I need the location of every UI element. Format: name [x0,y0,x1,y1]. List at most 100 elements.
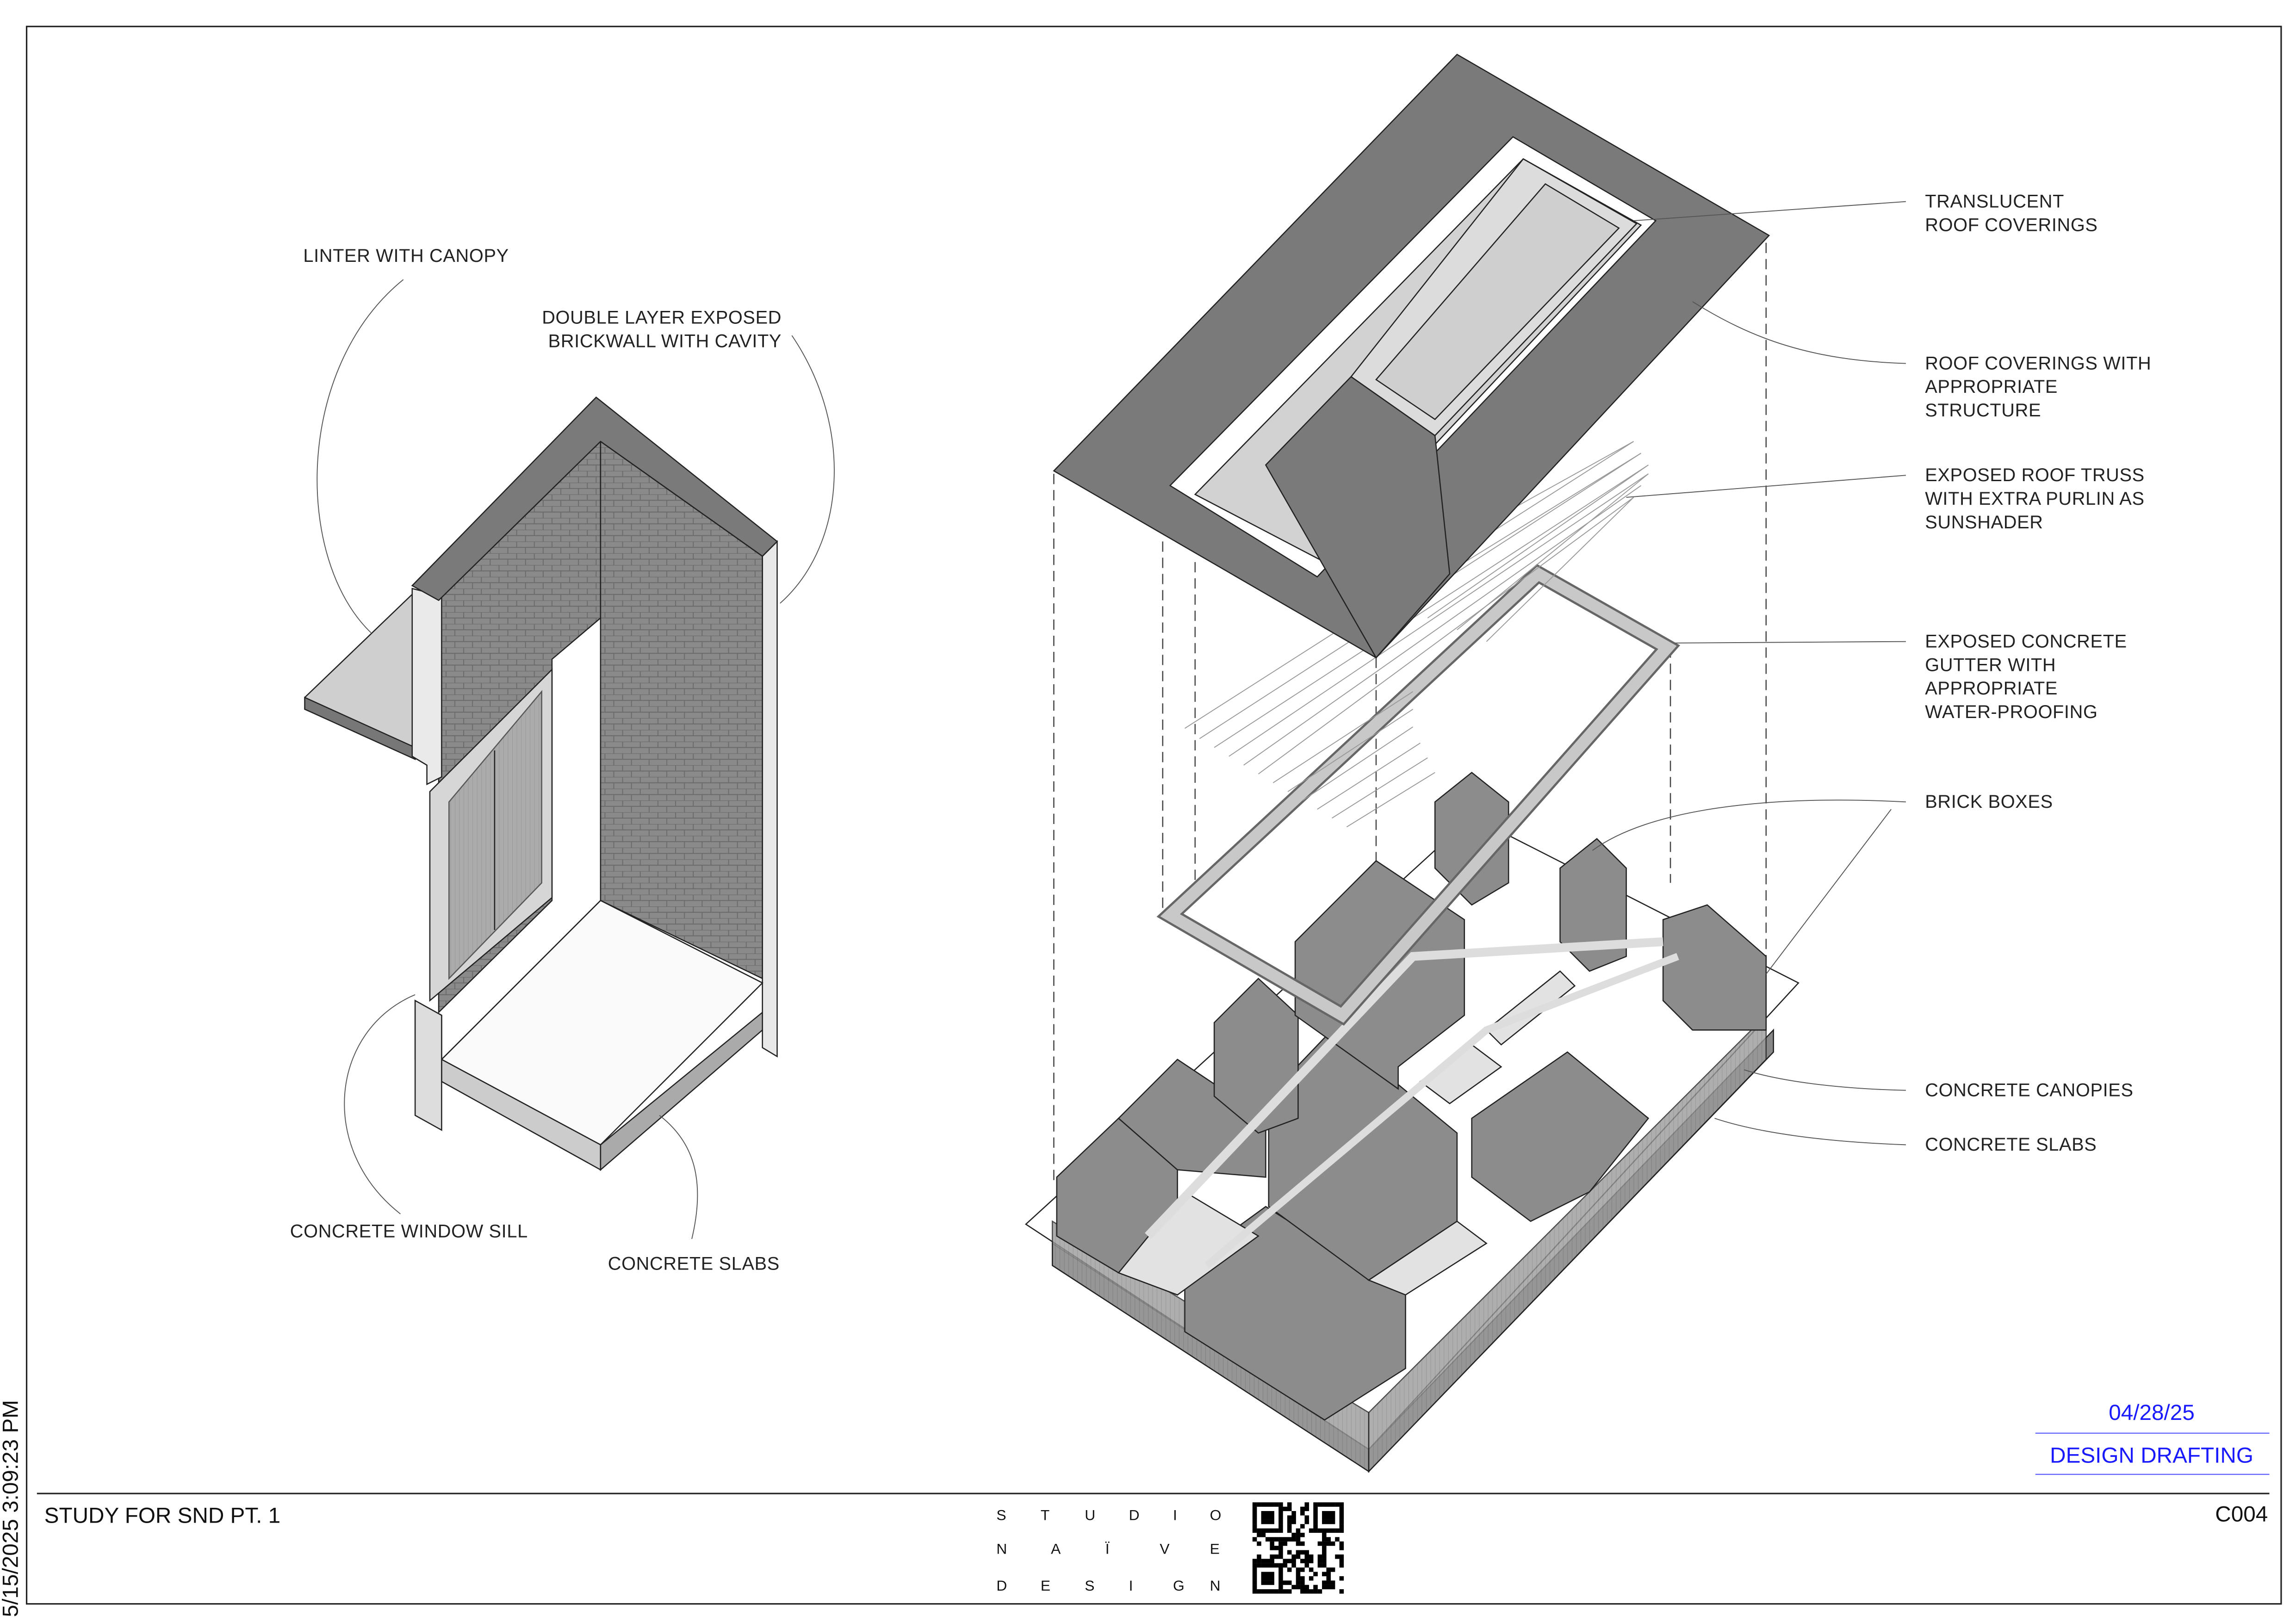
qr-module [1322,1537,1327,1542]
qr-module [1265,1502,1270,1507]
qr-module [1287,1550,1292,1555]
qr-module [1330,1580,1335,1585]
qr-module [1330,1585,1335,1590]
label-slabs-right: CONCRETE SLABS [1925,1134,2097,1155]
qr-module [1339,1524,1344,1529]
qr-module [1270,1519,1274,1524]
qr-module [1291,1511,1296,1516]
qr-module [1274,1563,1279,1568]
print-timestamp: 5/15/2025 3:09:23 PM [0,1400,23,1617]
qr-module [1304,1519,1309,1524]
qr-module [1278,1511,1283,1516]
qr-module [1252,1528,1257,1533]
qr-module [1278,1515,1283,1520]
qr-module [1283,1537,1288,1542]
qr-module [1278,1524,1283,1529]
qr-module [1322,1515,1327,1520]
qr-module [1261,1576,1266,1581]
qr-module [1270,1580,1274,1585]
qr-module [1278,1541,1283,1546]
qr-module [1326,1515,1331,1520]
label-linter: LINTER WITH CANOPY [303,246,509,266]
qr-module [1313,1502,1318,1507]
qr-module [1278,1537,1283,1542]
qr-module [1313,1506,1318,1511]
qr-module [1261,1580,1266,1585]
qr-module [1326,1580,1331,1585]
logo-letter: S [996,1506,1006,1523]
sheet-date: 04/28/25 [2109,1400,2195,1425]
qr-module [1296,1550,1301,1555]
qr-module [1326,1567,1331,1572]
qr-module [1322,1572,1327,1576]
qr-module [1317,1589,1322,1594]
qr-module [1265,1563,1270,1568]
qr-module [1304,1589,1309,1594]
qr-module [1296,1537,1301,1542]
leader-brickwall [780,335,835,604]
qr-module [1326,1572,1331,1576]
qr-module [1274,1589,1279,1594]
qr-module [1330,1515,1335,1520]
qr-module [1283,1541,1288,1546]
qr-module [1296,1576,1301,1581]
qr-module [1339,1576,1344,1581]
logo-letter: Ï [1105,1541,1110,1557]
label-gutter-4: WATER-PROOFING [1925,702,2097,722]
qr-module [1330,1519,1335,1524]
qr-module [1265,1559,1270,1563]
label-brickwall-1: DOUBLE LAYER EXPOSED [542,308,782,328]
qr-module [1252,1537,1257,1542]
qr-module [1304,1563,1309,1568]
logo-letter: T [1041,1506,1049,1523]
qr-module [1261,1532,1266,1537]
qr-module [1283,1506,1288,1511]
qr-module [1252,1576,1257,1581]
label-roof-1: ROOF COVERINGS WITH [1925,353,2151,373]
qr-module [1339,1546,1344,1550]
qr-module [1304,1515,1309,1520]
qr-module [1339,1541,1344,1546]
qr-module [1309,1576,1314,1581]
qr-module [1287,1502,1292,1507]
qr-module [1296,1528,1301,1533]
label-gutter-1: EXPOSED CONCRETE [1925,631,2127,651]
qr-module [1296,1541,1301,1546]
qr-module [1287,1515,1292,1520]
label-gutter-3: APPROPRIATE [1925,678,2058,699]
qr-module [1322,1550,1327,1555]
logo-letter: E [1210,1541,1220,1557]
qr-module [1291,1554,1296,1559]
qr-module [1300,1559,1305,1563]
leader-window-sill [344,994,416,1214]
qr-module [1296,1554,1301,1559]
qr-module [1257,1554,1261,1559]
logo-letter: D [1129,1506,1140,1523]
qr-module [1287,1524,1292,1529]
qr-module [1274,1502,1279,1507]
qr-module [1274,1528,1279,1533]
qr-module [1278,1589,1283,1594]
qr-module [1335,1502,1340,1507]
qr-module [1278,1528,1283,1533]
label-translucent-2: ROOF COVERINGS [1925,215,2097,235]
label-truss-3: SUNSHADER [1925,512,2043,533]
qr-module [1326,1511,1331,1516]
qr-module [1330,1528,1335,1533]
qr-module [1326,1537,1331,1542]
label-translucent-1: TRANSLUCENT [1925,191,2064,211]
qr-module [1278,1519,1283,1524]
qr-module [1270,1528,1274,1533]
qr-module [1335,1537,1340,1542]
qr-module [1291,1532,1296,1537]
qr-module [1265,1576,1270,1581]
qr-module [1322,1532,1327,1537]
qr-module [1252,1580,1257,1585]
qr-module [1313,1519,1318,1524]
qr-module [1287,1567,1292,1572]
label-truss-1: EXPOSED ROOF TRUSS [1925,465,2145,485]
leader-roof-coverings [1692,301,1906,364]
qr-module [1270,1563,1274,1568]
leader-truss [1626,475,1906,498]
qr-module [1339,1511,1344,1516]
